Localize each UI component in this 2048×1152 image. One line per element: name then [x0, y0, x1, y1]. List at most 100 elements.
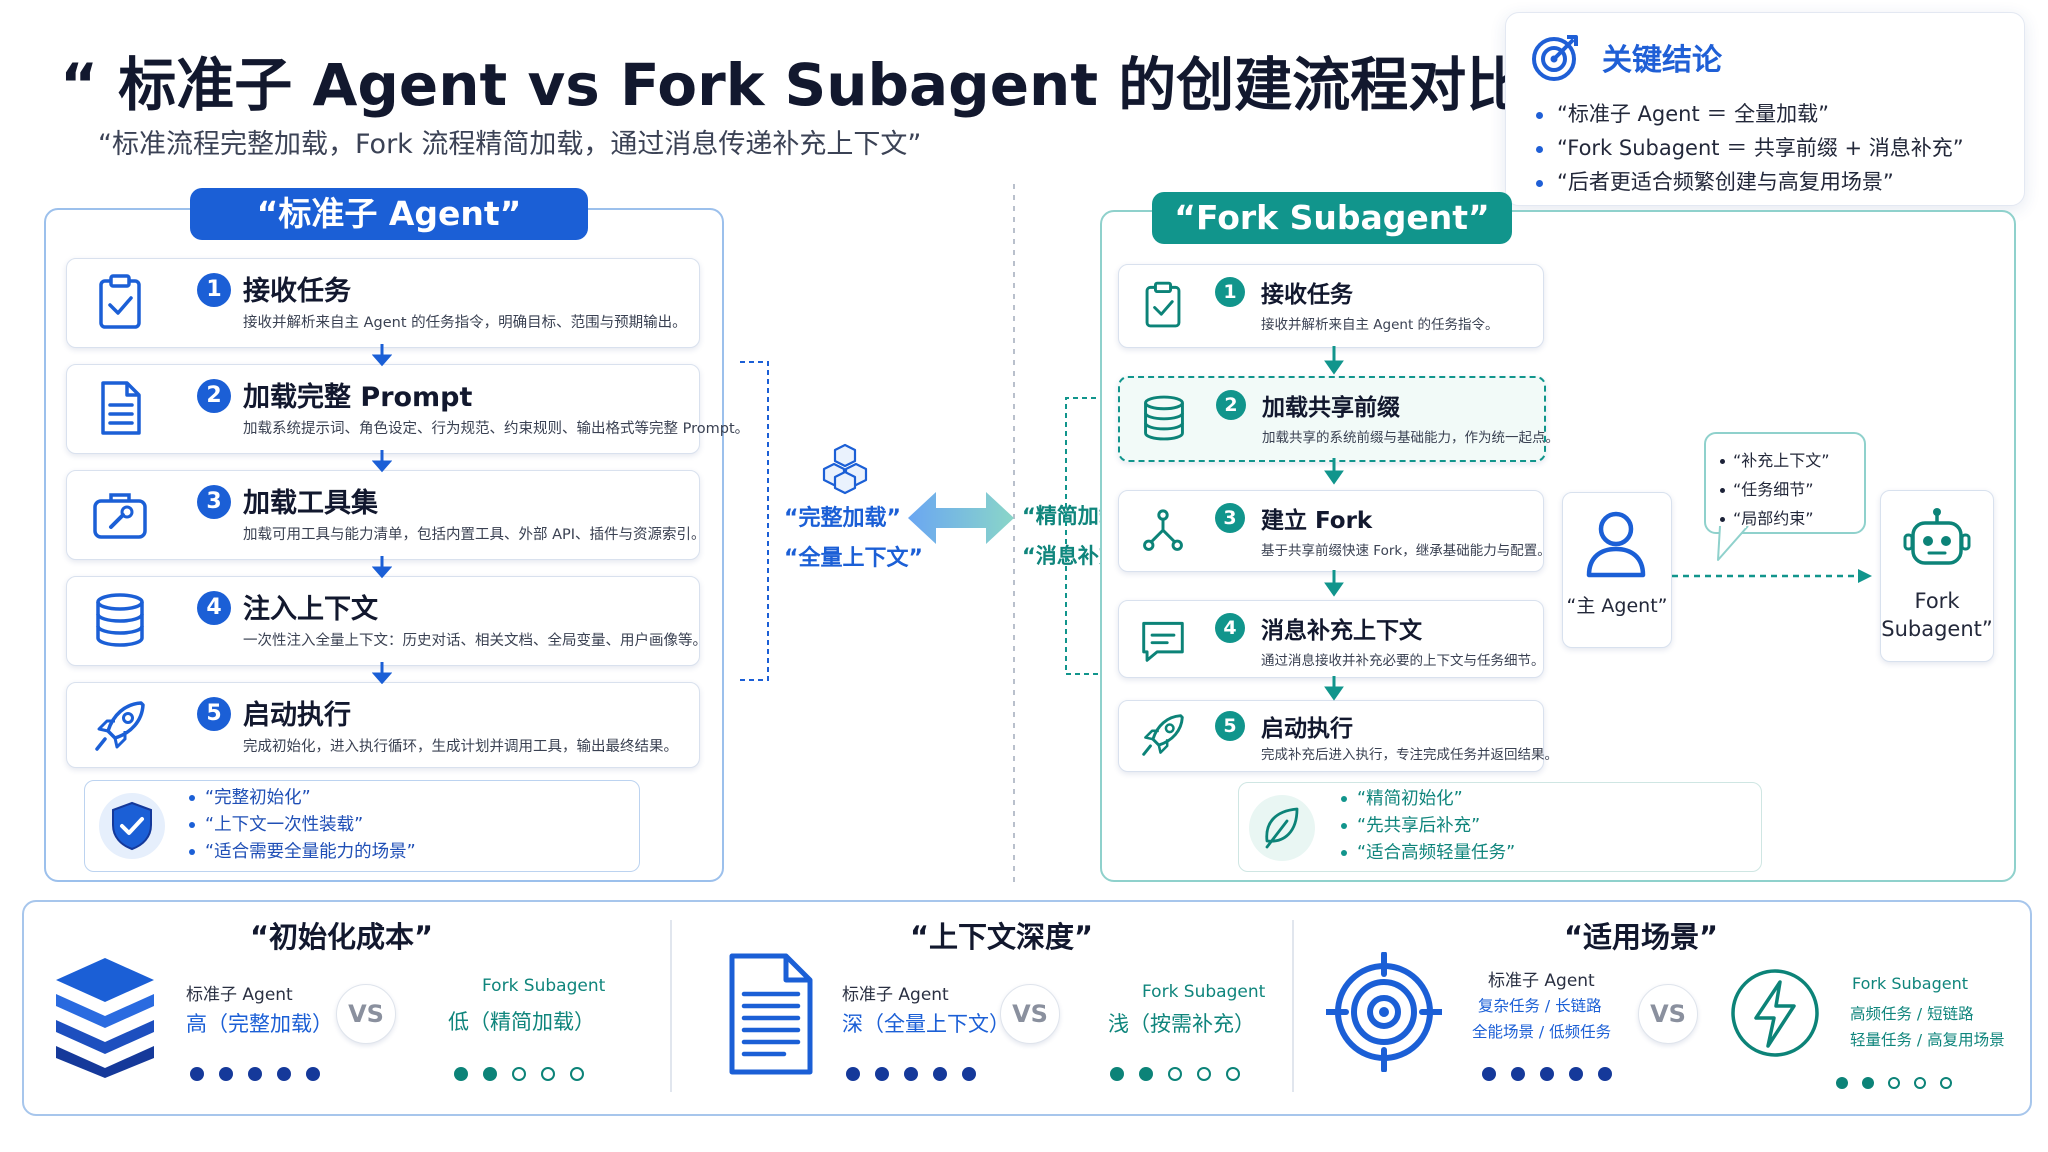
list-item: “标准子 Agent ＝ 全量加载”	[1536, 97, 1964, 131]
list-item: “补充上下文”	[1720, 446, 1830, 475]
left-notes-list: “完整初始化” “上下文一次性装载” “适合需要全量能力的场景”	[189, 785, 416, 866]
bubble-tail	[1717, 526, 1749, 561]
std-value-2: 全能场景 / 低频任务	[1472, 1023, 1612, 1041]
fork-value-2: 轻量任务 / 高复用场景	[1850, 1031, 2005, 1049]
fork-icon	[1143, 509, 1183, 551]
list-item: “上下文一次性装载”	[189, 812, 416, 839]
page-title: “ 标准子 Agent vs Fork Subagent 的创建流程对比 ”	[60, 51, 1583, 119]
step-number: 3	[197, 485, 231, 519]
fork-value-1: 高频任务 / 短链路	[1850, 1005, 1974, 1023]
fork-subagent-label-1: Fork	[1914, 589, 1960, 613]
step-description: 加载可用工具与能力清单，包括内置工具、外部 API、插件与资源索引。	[243, 527, 706, 543]
step-number: 4	[197, 591, 231, 625]
std-rating-dots	[846, 1066, 991, 1085]
step-description: 加载共享的系统前缀与基础能力，作为统一起点。	[1262, 430, 1559, 446]
step-title: 启动执行	[1261, 716, 1353, 742]
step-title: 启动执行	[243, 700, 351, 731]
clipboard-check-icon	[99, 274, 141, 329]
step-description: 通过消息接收并补充必要的上下文与任务细节。	[1261, 653, 1545, 669]
step-title: 加载工具集	[243, 488, 378, 519]
layers-icon	[56, 958, 154, 1078]
bottom-divider-2	[1292, 920, 1294, 1092]
step-description: 完成补充后进入执行，专注完成任务并返回结果。	[1261, 747, 1558, 763]
cubes-icon	[822, 443, 868, 495]
document-lines-icon	[729, 953, 813, 1075]
shield-check-icon	[112, 801, 152, 851]
list-item: “Fork Subagent ＝ 共享前缀 + 消息补充”	[1536, 131, 1964, 165]
vs-badge: VS	[1000, 984, 1060, 1044]
step-number: 1	[197, 273, 231, 307]
list-item: “后者更适合频繁创建与高复用场景”	[1536, 165, 1964, 199]
fork-rating-dots	[1110, 1066, 1255, 1085]
list-item: “适合需要全量能力的场景”	[189, 839, 416, 866]
key-conclusion-card: 关键结论 “标准子 Agent ＝ 全量加载” “Fork Subagent ＝…	[1505, 12, 2025, 206]
step-description: 完成初始化，进入执行循环，生成计划并调用工具，输出最终结果。	[243, 739, 678, 755]
rocket-icon	[1142, 714, 1184, 756]
fork-rating-dots	[454, 1066, 599, 1085]
left-summary-note: “完整初始化” “上下文一次性装载” “适合需要全量能力的场景”	[84, 780, 640, 872]
step-number: 3	[1215, 503, 1245, 533]
step-title: 接收任务	[243, 276, 351, 307]
init-cost-title: “初始化成本”	[250, 920, 434, 954]
std-label: 标准子 Agent	[1488, 971, 1595, 991]
std-rating-dots	[190, 1066, 335, 1085]
context-depth-title: “上下文深度”	[910, 920, 1094, 954]
list-item: “完整初始化”	[189, 785, 416, 812]
step-number: 2	[197, 379, 231, 413]
database-icon	[1144, 395, 1184, 441]
fork-label: Fork Subagent	[1852, 974, 1969, 993]
right-step-4: 4 消息补充上下文 通过消息接收并补充必要的上下文与任务细节。	[1118, 600, 1545, 678]
list-item: “局部约束”	[1720, 504, 1830, 533]
fork-subagent-card: Fork Subagent”	[1880, 490, 1994, 662]
center-divider	[1013, 184, 1015, 884]
step-title: 建立 Fork	[1261, 508, 1373, 534]
step-number: 5	[1215, 711, 1245, 741]
fork-label: Fork Subagent	[482, 976, 606, 996]
context-bubble: “补充上下文” “任务细节” “局部约束”	[1704, 432, 1866, 534]
std-rating-dots	[1482, 1066, 1627, 1085]
bidirectional-arrow-icon	[908, 492, 1014, 544]
right-notes-list: “精简初始化” “先共享后补充” “适合高频轻量任务”	[1341, 786, 1515, 867]
full-context-label: “全量上下文”	[784, 546, 923, 571]
step-description: 接收并解析来自主 Agent 的任务指令。	[1261, 317, 1499, 333]
right-flow-arrows	[1324, 346, 1344, 701]
list-item: “先共享后补充”	[1341, 813, 1515, 840]
lightning-icon	[1731, 969, 1819, 1057]
std-value: 深（全量上下文）	[842, 1012, 1010, 1036]
step-title: 消息补充上下文	[1261, 618, 1422, 644]
clipboard-check-icon	[1145, 281, 1181, 328]
fork-value: 浅（按需补充）	[1108, 1012, 1255, 1036]
step-description: 接收并解析来自主 Agent 的任务指令，明确目标、范围与预期输出。	[243, 315, 687, 331]
main-agent-label: “主 Agent”	[1566, 595, 1668, 617]
right-step-3: 3 建立 Fork 基于共享前缀快速 Fork，继承基础能力与配置。	[1118, 490, 1551, 572]
chat-icon	[1142, 621, 1184, 662]
target-icon	[1326, 952, 1442, 1072]
step-number: 2	[1216, 390, 1246, 420]
right-step-1: 1 接收任务 接收并解析来自主 Agent 的任务指令。	[1118, 264, 1544, 348]
step-title: 接收任务	[1261, 282, 1353, 308]
database-icon	[96, 593, 144, 647]
left-step-4: 4 注入上下文 一次性注入全量上下文：历史对话、相关文档、全局变量、用户画像等。	[66, 576, 707, 666]
dashed-arrow	[1672, 569, 1872, 583]
fork-value: 低（精简加载）	[448, 1010, 595, 1034]
conclusion-title: 关键结论	[1602, 43, 1722, 78]
left-bracket	[740, 361, 769, 681]
target-arrow-icon	[1532, 35, 1578, 81]
right-step-5: 5 启动执行 完成补充后进入执行，专注完成任务并返回结果。	[1118, 700, 1558, 772]
fork-subagent-label-2: Subagent”	[1881, 617, 1993, 641]
list-item: “适合高频轻量任务”	[1341, 840, 1515, 867]
step-number: 1	[1215, 277, 1245, 307]
bubble-list: “补充上下文” “任务细节” “局部约束”	[1720, 446, 1830, 533]
fork-label: Fork Subagent	[1142, 982, 1266, 1002]
left-step-5: 5 启动执行 完成初始化，进入执行循环，生成计划并调用工具，输出最终结果。	[66, 682, 700, 768]
right-summary-note: “精简初始化” “先共享后补充” “适合高频轻量任务”	[1238, 782, 1762, 872]
use-case-title: “适用场景”	[1564, 920, 1719, 954]
vs-badge: VS	[336, 984, 396, 1044]
fork-rating-dots	[1836, 1074, 1966, 1093]
fork-subagent-header: “Fork Subagent”	[1152, 192, 1512, 244]
step-description: 加载系统提示词、角色设定、行为规范、约束规则、输出格式等完整 Prompt。	[243, 421, 750, 437]
std-value: 高（完整加载）	[186, 1012, 333, 1036]
step-title: 注入上下文	[243, 594, 378, 625]
main-agent-card: “主 Agent”	[1562, 492, 1672, 648]
step-description: 一次性注入全量上下文：历史对话、相关文档、全局变量、用户画像等。	[243, 633, 707, 649]
